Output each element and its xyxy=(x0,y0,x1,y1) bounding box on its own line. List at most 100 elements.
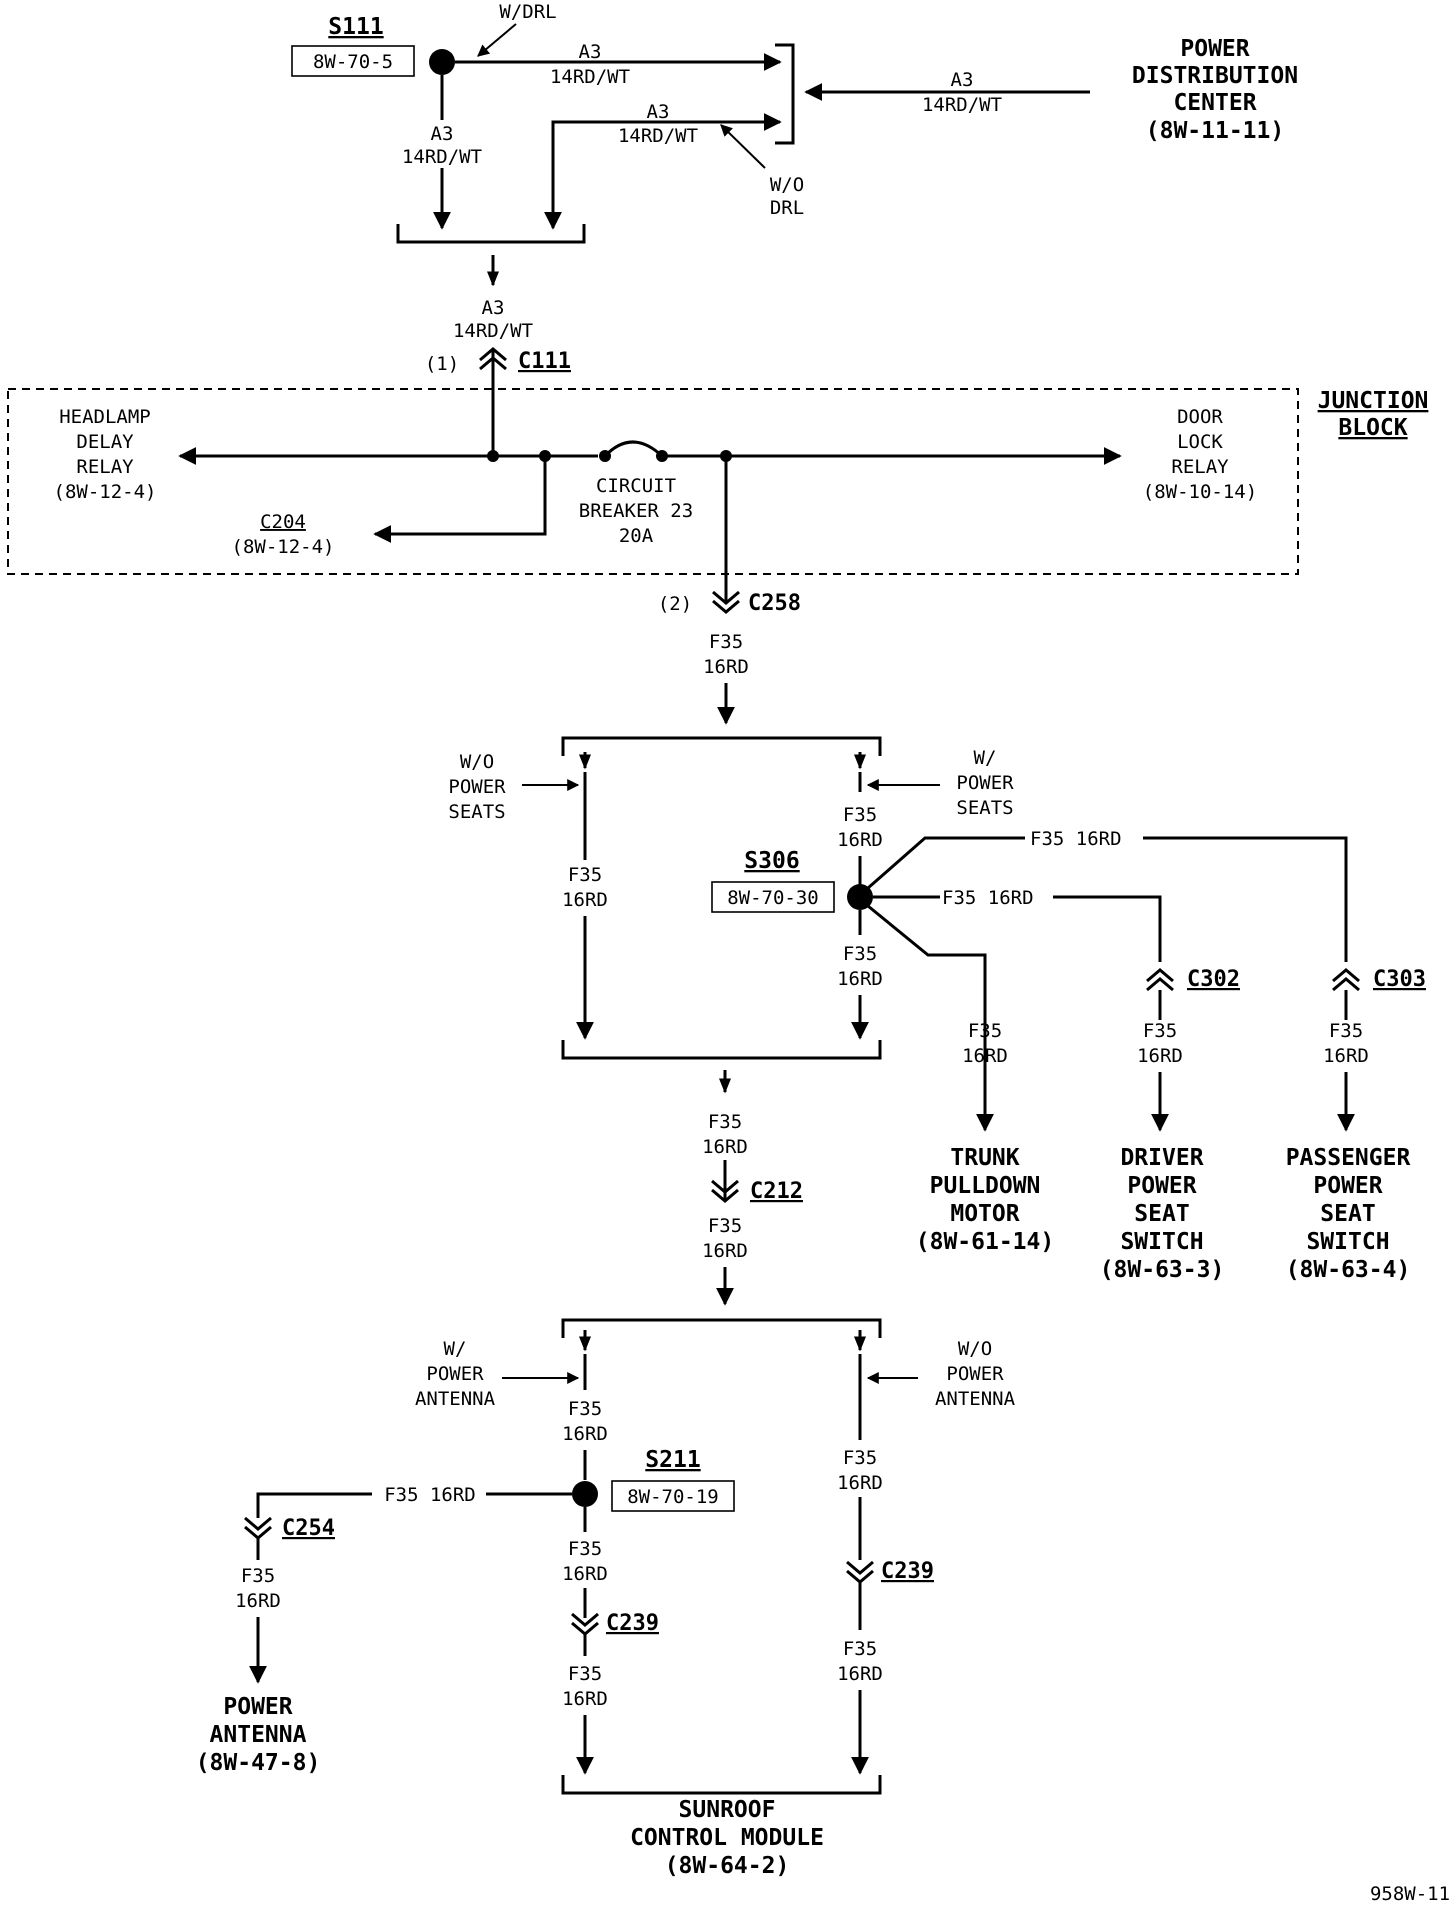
c212-label: C212 xyxy=(750,1179,803,1204)
wo-antenna-1: W/O xyxy=(958,1338,992,1360)
pdc-ref: (8W-11-11) xyxy=(1146,118,1284,144)
sunroof-line-1: SUNROOF xyxy=(679,1797,776,1823)
c239-right-up-wire-gauge: 16RD xyxy=(837,1472,883,1494)
wo-drl-2: DRL xyxy=(770,197,804,219)
passenger-wire-code: F35 xyxy=(1329,1020,1363,1042)
s211-splice: S211 8W-70-19 xyxy=(572,1447,735,1512)
c212-upper-wire-code: F35 xyxy=(708,1111,742,1133)
pdc-line-2: DISTRIBUTION xyxy=(1132,63,1298,89)
s306-ref: 8W-70-30 xyxy=(727,887,819,909)
s211-down-wire-code: F35 xyxy=(568,1538,602,1560)
c239-right-up-wire-code: F35 xyxy=(843,1447,877,1469)
breaker-line-3: 20A xyxy=(619,525,654,547)
s211-up-wire-code: F35 xyxy=(568,1398,602,1420)
c111-label: C111 xyxy=(518,349,571,374)
a3-pdc-gauge: 14RD/WT xyxy=(922,94,1002,116)
seats-upper-bracket xyxy=(561,736,882,756)
door-line-2: LOCK xyxy=(1177,431,1223,453)
wo-seats-3: SEATS xyxy=(448,801,505,823)
trunk-line-1: TRUNK xyxy=(950,1145,1019,1171)
wo-seats-wire-code: F35 xyxy=(568,864,602,886)
a3-mid-code: A3 xyxy=(482,297,505,319)
merge-bracket xyxy=(396,224,586,244)
trunk-ref: (8W-61-14) xyxy=(916,1229,1054,1255)
s111-splice: S111 8W-70-5 xyxy=(291,14,455,77)
breaker-line-1: CIRCUIT xyxy=(596,475,676,497)
w-seats-3: SEATS xyxy=(956,797,1013,819)
breaker-line-2: BREAKER 23 xyxy=(579,500,693,522)
wire-c258-code: F35 xyxy=(709,631,743,653)
c239-left-wire-code: F35 xyxy=(568,1663,602,1685)
seats-lower-bracket xyxy=(561,1040,882,1060)
driver-wire-gauge: 16RD xyxy=(1137,1045,1183,1067)
s306-up-wire-gauge: 16RD xyxy=(837,829,883,851)
trunk-line-3: MOTOR xyxy=(950,1201,1019,1227)
power-antenna-wire-gauge: 16RD xyxy=(235,1590,281,1612)
door-line-3: RELAY xyxy=(1171,456,1229,478)
s111-ref: 8W-70-5 xyxy=(313,51,393,73)
page-code: 958W-11 xyxy=(1370,1883,1450,1905)
power-antenna-ref: (8W-47-8) xyxy=(196,1750,321,1776)
c212-lower-wire-code: F35 xyxy=(708,1215,742,1237)
w-drl-pointer xyxy=(477,23,517,57)
s306-label: S306 xyxy=(744,848,799,874)
door-ref: (8W-10-14) xyxy=(1143,481,1257,503)
c302-label: C302 xyxy=(1187,967,1240,992)
c239-left-wire-gauge: 16RD xyxy=(562,1688,608,1710)
headlamp-line-3: RELAY xyxy=(76,456,134,478)
passenger-branch-wire: F35 16RD xyxy=(1030,828,1122,850)
a3-upper-gauge: 14RD/WT xyxy=(550,66,630,88)
pdc-line-1: POWER xyxy=(1180,36,1249,62)
driver-line-4: SWITCH xyxy=(1120,1229,1203,1255)
passenger-line-2: POWER xyxy=(1313,1173,1382,1199)
c258-label: C258 xyxy=(748,591,801,616)
wo-seats-1: W/O xyxy=(460,751,494,773)
c204-feed-wire xyxy=(373,456,547,543)
c111-pin: (1) xyxy=(425,353,459,375)
driver-ref: (8W-63-3) xyxy=(1100,1257,1225,1283)
wo-antenna-2: POWER xyxy=(946,1363,1004,1385)
power-antenna-line-1: POWER xyxy=(223,1694,292,1720)
trunk-wire-gauge: 16RD xyxy=(962,1045,1008,1067)
junction-title-2: BLOCK xyxy=(1338,415,1407,441)
passenger-ref: (8W-63-4) xyxy=(1286,1257,1411,1283)
sunroof-ref: (8W-64-2) xyxy=(665,1853,790,1879)
power-antenna-wire-code: F35 xyxy=(241,1565,275,1587)
wire-c258-gauge: 16RD xyxy=(703,656,749,678)
s111-dot xyxy=(429,49,455,75)
c204-label: C204 xyxy=(260,511,306,533)
driver-line-3: SEAT xyxy=(1134,1201,1189,1227)
c239-right-down-wire-gauge: 16RD xyxy=(837,1663,883,1685)
passenger-wire-gauge: 16RD xyxy=(1323,1045,1369,1067)
passenger-line-1: PASSENGER xyxy=(1286,1145,1411,1171)
c239-right-down-wire-code: F35 xyxy=(843,1638,877,1660)
c258-pin: (2) xyxy=(658,593,692,615)
a3-pdc-code: A3 xyxy=(951,69,974,91)
circuit-breaker-symbol xyxy=(603,440,664,458)
s111-label: S111 xyxy=(328,14,383,40)
s306-dot xyxy=(847,884,873,910)
selector-bracket xyxy=(775,43,795,145)
s306-up-wire-code: F35 xyxy=(843,804,877,826)
w-antenna-2: POWER xyxy=(426,1363,484,1385)
s211-up-wire-gauge: 16RD xyxy=(562,1423,608,1445)
driver-branch-wire: F35 16RD xyxy=(942,887,1034,909)
wo-seats-wire-gauge: 16RD xyxy=(562,889,608,911)
wo-antenna-3: ANTENNA xyxy=(935,1388,1016,1410)
headlamp-ref: (8W-12-4) xyxy=(54,481,157,503)
s211-dot xyxy=(572,1481,598,1507)
c212-upper-wire-gauge: 16RD xyxy=(702,1136,748,1158)
driver-line-2: POWER xyxy=(1127,1173,1196,1199)
passenger-line-4: SWITCH xyxy=(1306,1229,1389,1255)
wo-seats-2: POWER xyxy=(448,776,506,798)
s306-down-wire-gauge: 16RD xyxy=(837,968,883,990)
c254-label: C254 xyxy=(282,1516,335,1541)
a3-mid-gauge: 14RD/WT xyxy=(453,320,533,342)
c239-left-label: C239 xyxy=(606,1611,659,1636)
a3-left-code: A3 xyxy=(431,123,454,145)
junction-block-outline xyxy=(7,388,1299,575)
a3-upper-code: A3 xyxy=(579,41,602,63)
a3-lower-code: A3 xyxy=(647,101,670,123)
c303-label: C303 xyxy=(1373,967,1426,992)
